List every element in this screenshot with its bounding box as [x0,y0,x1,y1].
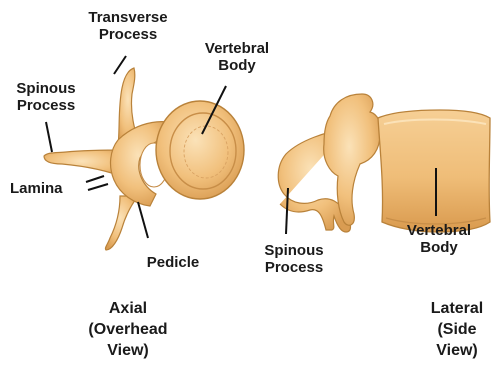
label-vertebral-body-lateral: Vertebral Body [396,222,482,256]
axial-vertebral-body [156,101,244,199]
label-spinous-process-lateral: Spinous Process [252,242,336,276]
caption-lateral-view: Lateral (Side View) [420,298,494,361]
label-vertebral-body-axial: Vertebral Body [192,40,282,74]
caption-axial-view: Axial (Overhead View) [72,298,184,361]
leader-lamina-lower [88,184,108,190]
leader-pedicle [138,202,148,238]
leader-transverse-process [114,56,126,74]
lateral-vertebral-body [378,110,490,232]
leader-spinous-process-axial [46,122,52,152]
axial-transverse-process-lower [105,196,138,250]
label-transverse-process: Transverse Process [80,9,176,43]
leader-lamina-upper [86,176,104,182]
lateral-vertebra [278,94,490,232]
label-lamina: Lamina [10,180,80,197]
label-pedicle: Pedicle [132,254,214,271]
label-spinous-process-axial: Spinous Process [4,80,88,114]
